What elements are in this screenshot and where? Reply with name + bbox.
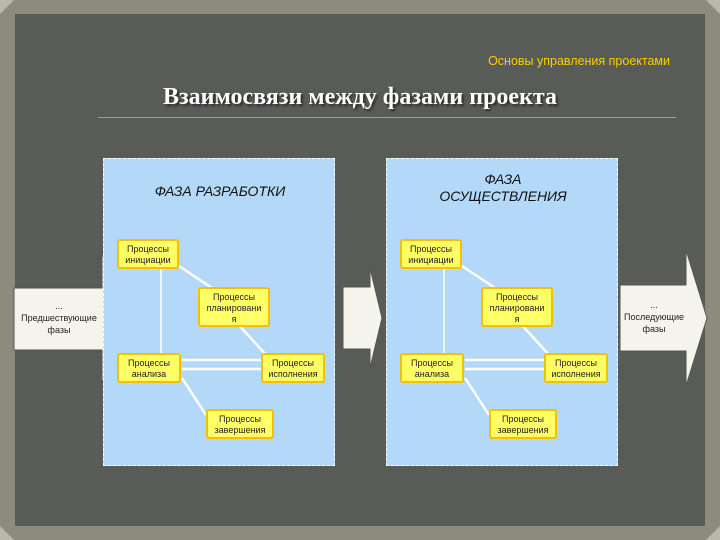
process-execution: Процессы исполнения bbox=[261, 353, 325, 383]
middle-phase-arrow bbox=[342, 267, 383, 369]
process-closing: Процессы завершения bbox=[489, 409, 557, 439]
right-phase-arrow bbox=[619, 249, 708, 387]
process-analysis: Процессы анализа bbox=[400, 353, 464, 383]
phase-title: ФАЗА ОСУЩЕСТВЛЕНИЯ bbox=[439, 171, 567, 204]
phase-title: ФАЗА РАЗРАБОТКИ bbox=[154, 183, 286, 199]
slide-title: Взаимосвязи между фазами проекта bbox=[163, 84, 557, 110]
process-closing: Процессы завершения bbox=[206, 409, 274, 439]
title-underline bbox=[98, 117, 676, 118]
frame-corner-bottom-right bbox=[706, 526, 720, 540]
process-execution: Процессы исполнения bbox=[544, 353, 608, 383]
process-planning: Процессы планировани я bbox=[198, 287, 270, 327]
following-phases-label: ... Последующие фазы bbox=[624, 300, 684, 334]
process-initiation: Процессы инициации bbox=[400, 239, 462, 269]
frame-corner-top-right bbox=[706, 0, 720, 14]
phase-panel-implementation: ФАЗА ОСУЩЕСТВЛЕНИЯ Процессы инициации Пр… bbox=[386, 158, 618, 466]
process-initiation: Процессы инициации bbox=[117, 239, 179, 269]
process-planning: Процессы планировани я bbox=[481, 287, 553, 327]
process-analysis: Процессы анализа bbox=[117, 353, 181, 383]
preceding-phases-label: ... Предшествующие фазы bbox=[21, 301, 97, 335]
frame-corner-top-left bbox=[0, 0, 14, 14]
frame-corner-bottom-left bbox=[0, 526, 14, 540]
course-header: Основы управления проектами bbox=[488, 54, 670, 68]
phase-panel-development: ФАЗА РАЗРАБОТКИ Процессы инициации Проце… bbox=[103, 158, 335, 466]
